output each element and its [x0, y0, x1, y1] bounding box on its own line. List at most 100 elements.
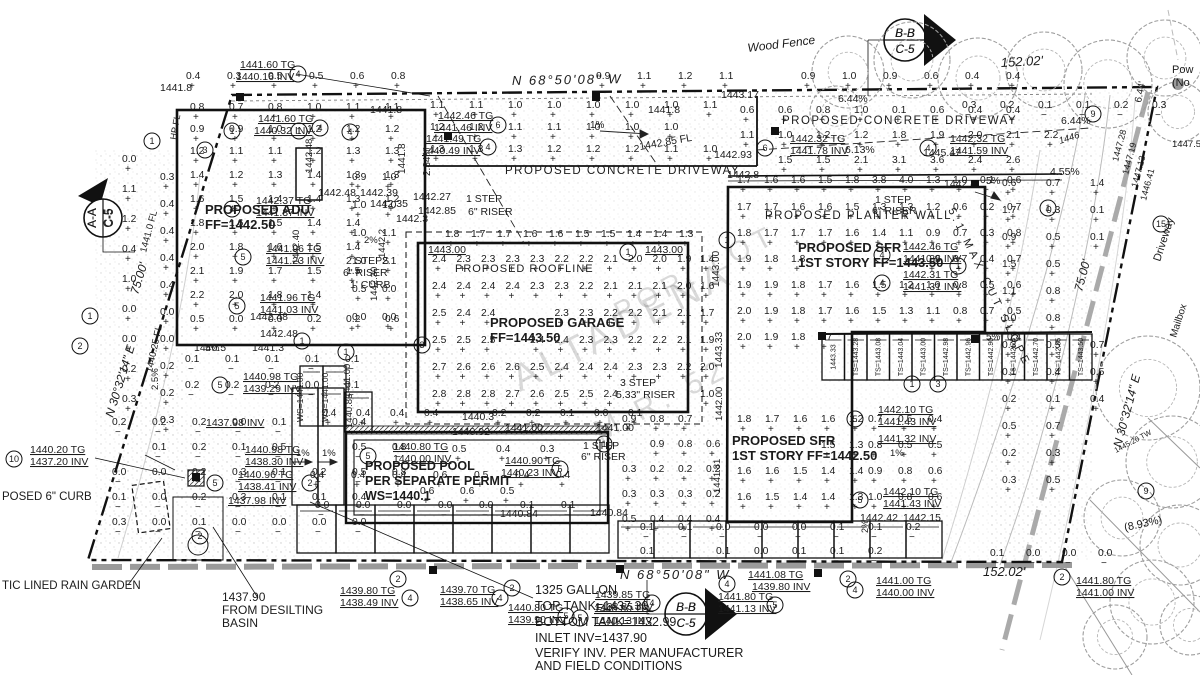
spot-elevation: 1.7 [471, 229, 486, 240]
plus-mark: + [681, 424, 687, 435]
plan-text: 6.44% [1061, 115, 1091, 127]
plus-mark: + [875, 212, 881, 223]
plus-mark: + [768, 502, 774, 513]
tree-canopy-icon [1095, 335, 1200, 441]
plan-text: 1442.46 TG [438, 110, 493, 122]
keynote-circle [551, 460, 569, 478]
plus-mark: + [706, 154, 712, 165]
terrace-cell [905, 520, 943, 559]
spot-elevation: 1.5 [575, 229, 590, 240]
keynote-number: 1 [1045, 203, 1050, 213]
plan-text: N 68°50'08" W [620, 567, 731, 582]
spot-elevation: 0.8 [953, 280, 968, 291]
spot-elevation: 1.5 [872, 280, 887, 291]
spot-elevation: 0.5 [898, 414, 913, 425]
plus-mark: + [193, 228, 199, 239]
spot-elevation: 0.0 [152, 467, 167, 478]
spot-elevation: 0.4 [186, 71, 201, 82]
plus-mark: + [819, 165, 825, 176]
plus-mark: + [709, 474, 715, 485]
plan-text: 1442.42 [860, 512, 898, 524]
plus-mark: + [656, 264, 662, 275]
spot-elevation: 0.8 [391, 71, 406, 82]
minus-mark: − [115, 477, 121, 488]
plan-text: 1441.00 [505, 422, 543, 434]
spot-elevation: 1.0 [842, 71, 857, 82]
plus-mark: + [472, 132, 478, 143]
spot-elevation: 0.0 [792, 522, 807, 533]
plus-mark: + [857, 115, 863, 126]
plus-mark: + [395, 480, 401, 491]
plan-text: 1442.37 TG [256, 195, 311, 207]
spot-elevation: 1.7 [764, 228, 779, 239]
minus-mark: − [355, 452, 361, 463]
plus-mark: + [740, 316, 746, 327]
keynote-circle [766, 596, 784, 614]
plus-mark: + [385, 182, 391, 193]
spot-elevation: 0.4 [928, 414, 943, 425]
drain-inlet-icon [971, 335, 979, 343]
plan-text: 1439.70 TG [440, 584, 495, 596]
spot-elevation: 1.6 [791, 175, 806, 186]
spot-elevation: 1.5 [601, 229, 616, 240]
plus-mark: + [821, 290, 827, 301]
plus-mark: + [956, 290, 962, 301]
plus-mark: + [628, 154, 634, 165]
spot-elevation: 0.4 [968, 105, 983, 116]
plus-mark: + [607, 291, 613, 302]
plan-text: 1442.35 [370, 198, 408, 210]
keynote-number: 3 [935, 379, 940, 389]
plus-mark: + [582, 345, 588, 356]
plan-text: 1440.00 INV [876, 587, 934, 599]
plus-mark: + [193, 134, 199, 145]
plus-mark: + [656, 291, 662, 302]
keynote-number: 1 [87, 311, 92, 321]
minus-mark: − [395, 452, 401, 463]
plus-mark: + [271, 156, 277, 167]
keynote-circle [643, 594, 661, 612]
keynote-circle [228, 297, 246, 315]
plus-mark: + [625, 474, 631, 485]
plus-mark: + [509, 399, 515, 410]
minus-mark: − [155, 527, 161, 538]
plus-mark: + [1047, 140, 1053, 151]
spot-elevation: 2.4 [432, 254, 447, 265]
plus-mark: + [983, 238, 989, 249]
plan-text: 2% [364, 235, 378, 246]
plan-text: PROPOSED SFR [732, 433, 836, 448]
spot-elevation: 2.5 [579, 389, 594, 400]
spot-elevation: 0.5 [1046, 232, 1061, 243]
spot-elevation: 0.2 [526, 408, 541, 419]
plan-text: 1441.8 [160, 82, 192, 94]
plus-mark: + [667, 154, 673, 165]
plus-mark: + [902, 185, 908, 196]
spot-elevation: 1.3 [385, 146, 400, 157]
spot-elevation: 1.2 [385, 124, 400, 135]
spot-elevation: 2.3 [579, 335, 594, 346]
section-label: A-A [87, 208, 99, 228]
plus-mark: + [794, 264, 800, 275]
spot-elevation: 0.9 [926, 228, 941, 239]
keynote-number: 5 [857, 495, 862, 505]
spot-elevation: 1.7 [737, 202, 752, 213]
spot-elevation: 0.8 [392, 442, 407, 453]
spot-elevation: 0.9 [352, 172, 367, 183]
spot-elevation: 0.2 [1002, 448, 1017, 459]
spot-elevation: 1.9 [700, 335, 715, 346]
minus-mark: − [155, 477, 161, 488]
plus-mark: + [607, 372, 613, 383]
spot-elevation: 0.2 [906, 522, 921, 533]
plus-mark: + [349, 252, 355, 263]
garage-outline [416, 241, 690, 414]
spot-elevation: 1.9 [930, 130, 945, 141]
plus-mark: + [933, 115, 939, 126]
plus-mark: + [349, 276, 355, 287]
spot-elevation: 2.2 [555, 254, 570, 265]
spot-elevation: 0.1 [990, 548, 1005, 559]
plan-text: 1ST STORY FF=1442.50 [732, 448, 877, 463]
spot-elevation: 2.1 [653, 281, 668, 292]
spot-elevation: 1.3 [346, 146, 361, 157]
spot-elevation: 0.5 [474, 470, 489, 481]
minus-mark: − [315, 502, 321, 513]
keynote-circle [1039, 199, 1057, 217]
